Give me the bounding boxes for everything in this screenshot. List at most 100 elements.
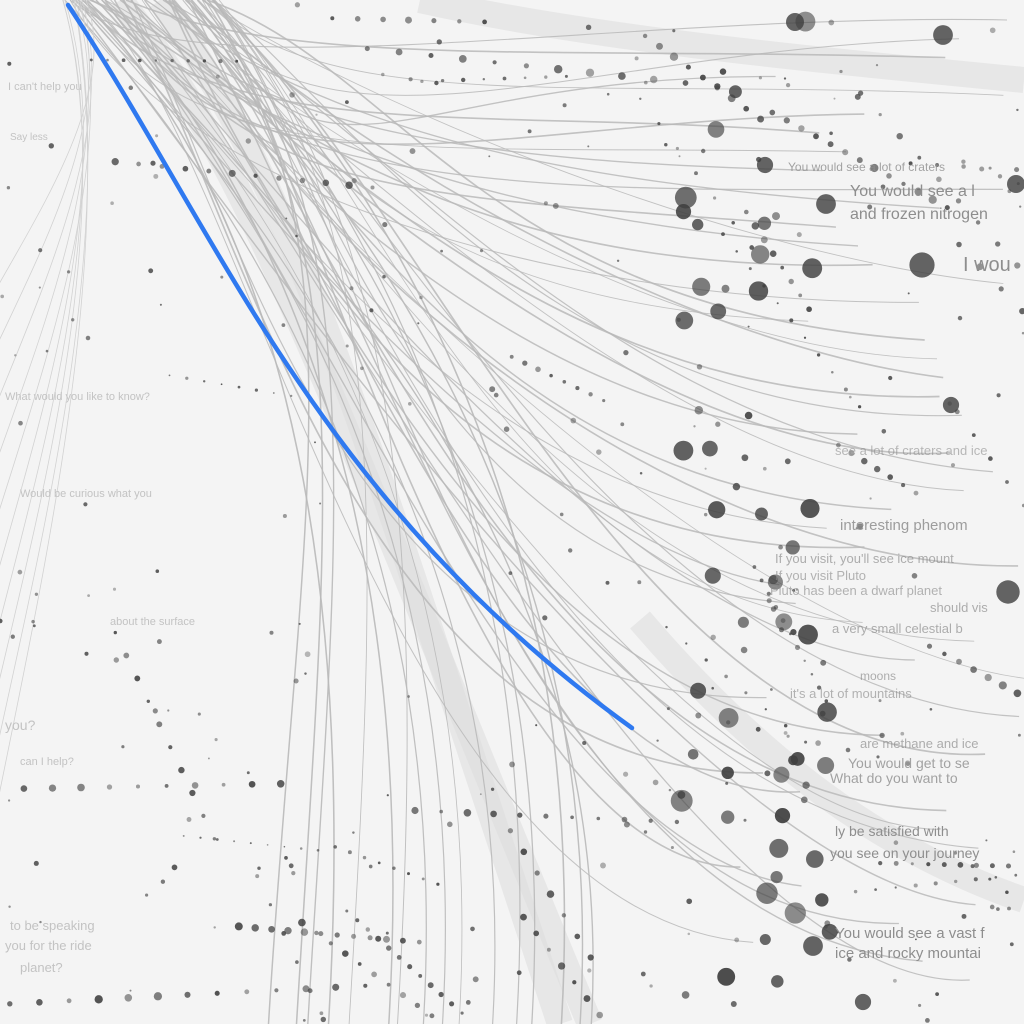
data-point — [405, 16, 412, 24]
data-point — [354, 16, 361, 22]
data-point — [283, 845, 286, 848]
data-point — [788, 278, 794, 285]
data-point — [744, 691, 748, 695]
data-point — [1019, 205, 1022, 208]
data-point — [345, 100, 349, 104]
data-point — [370, 185, 375, 190]
data-point — [298, 622, 301, 625]
data-point — [156, 639, 162, 645]
data-point — [386, 982, 391, 987]
data-point — [546, 890, 555, 898]
data-point — [490, 787, 495, 791]
data-point — [727, 94, 736, 103]
trajectory-curve — [91, 0, 873, 267]
data-point — [582, 740, 587, 746]
trajectory-curve — [206, 0, 925, 341]
data-point — [206, 168, 212, 174]
data-point — [316, 848, 320, 852]
data-point — [901, 483, 906, 488]
data-point — [857, 405, 862, 409]
data-point — [369, 308, 374, 313]
data-point — [386, 794, 389, 797]
data-point — [185, 376, 189, 380]
data-point — [783, 117, 790, 124]
data-point — [351, 178, 357, 184]
data-point — [975, 220, 981, 225]
data-point — [156, 721, 163, 728]
data-point — [675, 311, 694, 330]
data-point — [431, 18, 437, 24]
data-point — [48, 784, 57, 792]
response-label: What do you want to — [830, 770, 958, 786]
data-point — [465, 1000, 471, 1005]
data-point — [798, 125, 805, 132]
response-label: moons — [860, 669, 896, 683]
data-point — [113, 657, 120, 663]
haze-band — [149, 0, 573, 1024]
data-point — [687, 749, 699, 760]
data-point — [8, 905, 11, 908]
data-point — [944, 205, 950, 211]
data-point — [266, 844, 269, 846]
data-point — [276, 175, 282, 181]
data-point — [817, 702, 837, 722]
data-point — [779, 627, 784, 633]
data-point — [360, 366, 364, 371]
data-point — [436, 39, 442, 45]
data-point — [670, 845, 674, 850]
data-point — [894, 886, 897, 889]
response-label: and frozen nitrogen — [850, 206, 988, 223]
data-point — [704, 467, 707, 470]
response-label: you see on your journey — [830, 845, 979, 861]
trajectory-curve — [119, 0, 951, 455]
data-point — [380, 16, 386, 23]
data-point — [678, 155, 681, 158]
data-point — [416, 939, 422, 945]
data-point — [769, 838, 789, 858]
data-point — [973, 862, 979, 868]
data-point — [876, 755, 880, 759]
left-label: to be speaking — [10, 918, 95, 933]
data-point — [201, 813, 206, 819]
data-point — [0, 294, 5, 299]
data-point — [970, 864, 975, 869]
data-point — [106, 784, 113, 790]
data-point — [284, 856, 288, 860]
data-point — [827, 141, 834, 148]
data-point — [588, 392, 593, 397]
data-point — [676, 317, 681, 322]
data-point — [925, 1018, 930, 1023]
data-point — [816, 194, 836, 214]
data-point — [302, 985, 310, 993]
data-point — [855, 527, 859, 530]
data-point — [1014, 262, 1021, 269]
data-point — [989, 863, 995, 869]
data-point — [438, 991, 444, 998]
trajectory-curve — [162, 0, 923, 962]
data-point — [572, 980, 577, 985]
data-point — [1014, 873, 1018, 877]
trajectory-curve — [212, 0, 408, 1024]
data-point — [570, 815, 574, 820]
response-label: it's a lot of mountains — [790, 686, 912, 701]
data-point — [735, 250, 738, 253]
data-point — [304, 651, 311, 658]
data-point — [643, 830, 648, 834]
data-point — [828, 19, 835, 26]
data-point — [89, 58, 93, 62]
data-point — [770, 870, 783, 884]
data-point — [702, 440, 718, 457]
data-point — [447, 821, 453, 828]
data-point — [714, 83, 721, 90]
data-point — [294, 2, 301, 8]
data-point — [7, 799, 11, 802]
data-point — [407, 964, 413, 970]
trajectory-curve — [0, 0, 95, 284]
data-point — [710, 303, 727, 320]
data-point — [167, 709, 170, 712]
data-point — [639, 472, 643, 475]
data-point — [439, 809, 444, 814]
data-point — [522, 360, 528, 366]
data-point — [248, 780, 256, 788]
data-point — [856, 157, 863, 164]
